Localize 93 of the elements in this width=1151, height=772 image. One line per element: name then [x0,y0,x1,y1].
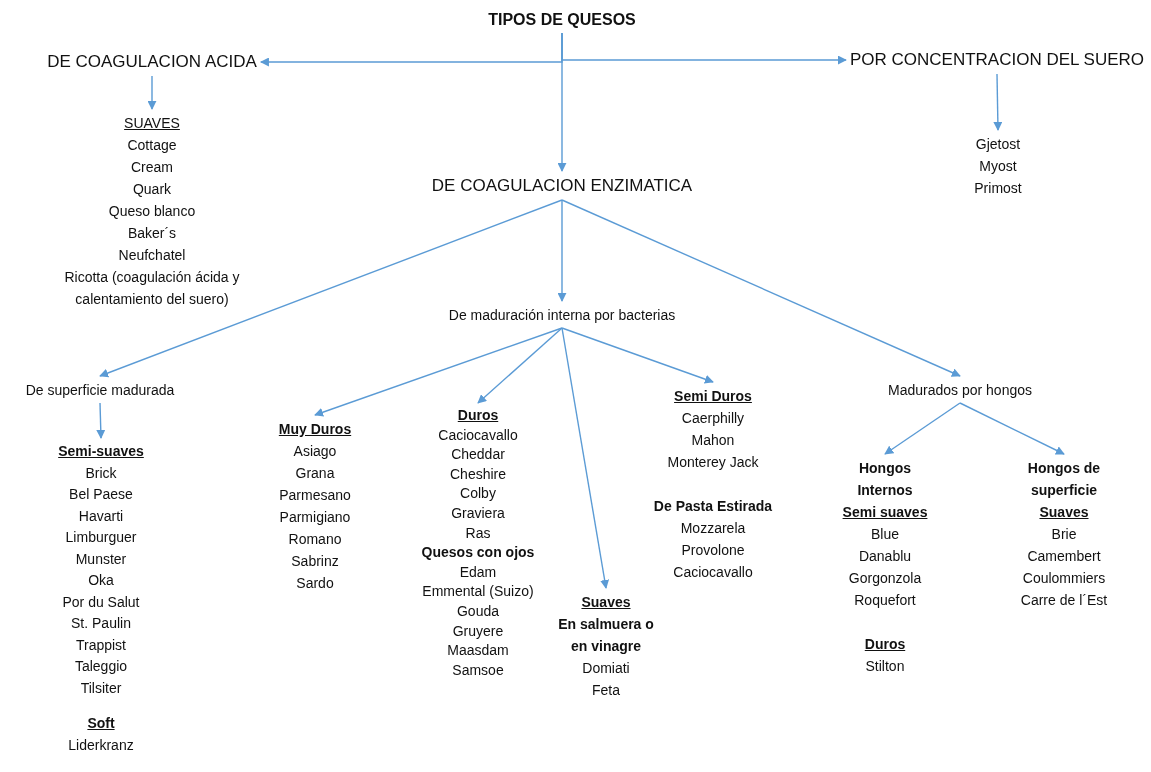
cheese-name: Carre de l´Est [1020,591,1108,610]
cheese-name: Caerphilly [681,409,745,428]
cheese-name: Colby [460,484,496,504]
cheese-name: Queso blanco [108,202,196,221]
cheese-name: Primost [974,179,1022,198]
arrow [147,75,157,110]
cheese-name: Edam [459,562,497,582]
arrow [561,327,714,384]
category-heading: Hongos de superficie [1026,459,1102,500]
arrow [993,73,1003,131]
cheese-name: Blue [871,525,899,544]
category-heading: Muy Duros [278,420,352,439]
cheese-name: Taleggio [74,657,128,676]
arrow [884,402,961,455]
category-label: DE COAGULACION ENZIMATICA [431,174,693,198]
arrow [561,327,610,589]
arrow [477,327,563,404]
cheese-name: Grana [295,464,335,483]
arrow [314,327,563,417]
category-heading: Hongos Internos [856,459,914,500]
category-label: Madurados por hongos [888,379,1032,401]
cheese-name: Sabrinz [291,552,339,571]
category-heading: Suaves [581,593,631,612]
category-label: De superficie madurada [25,379,175,401]
cheese-name: Oka [88,571,114,590]
cheese-name: Asiago [293,442,337,461]
cheese-name: Stilton [865,657,905,676]
cheese-name: Myost [979,157,1017,176]
cheese-name: Mozzarela [680,519,746,538]
cheese-name: Sardo [296,574,334,593]
cheese-name: Cottage [127,136,177,155]
cheese-name: Monterey Jack [667,453,759,472]
cheese-name: Gjetost [975,135,1021,154]
cheese-name: Quark [132,180,172,199]
cheese-name: Neufchatel [118,246,186,265]
category-heading: Duros [457,406,499,425]
cheese-name: Bel Paese [69,485,133,504]
cheese-name: Graviera [451,503,505,523]
cheese-name: Liderkranz [68,735,134,755]
cheese-name: Caciocavallo [673,563,753,582]
cheese-name: Parmigiano [279,508,351,527]
arrow [959,402,1065,455]
arrow [96,402,106,439]
cheese-name: Ras [465,523,491,543]
cheese-name: Cheshire [450,464,506,484]
cheese-name: Gouda [456,601,499,621]
cheese-name: Gruyere [452,621,504,641]
cheese-name: St. Paulin [71,614,131,633]
category-heading: Soft [87,714,115,733]
category-heading: Semi suaves [842,503,928,522]
category-heading: De Pasta Estirada [653,497,773,516]
category-heading: En salmuera o en vinagre [557,615,655,656]
cheese-name: Domiati [582,659,630,678]
cheese-name: Gorgonzola [848,569,922,588]
arrow [99,199,563,378]
cheese-name: Cream [131,158,173,177]
cheese-name: Danablu [858,547,912,566]
cheese-name: Havarti [78,506,124,526]
cheese-name: Coulommiers [1022,569,1106,588]
category-heading: SUAVES [124,114,180,133]
cheese-name: Ricotta (coagulación ácida y calentamiento del suero) [63,268,241,309]
cheese-name: Emmental (Suizo) [422,582,534,602]
cheese-name: Tilsiter [80,678,122,698]
cheese-name: Feta [592,681,620,700]
cheese-name: Limburguer [65,528,137,547]
cheese-name: Munster [75,549,127,569]
cheese-name: Baker´s [127,224,177,243]
category-heading: Semi-suaves [58,442,144,461]
cheese-name: Brick [85,463,117,483]
category-heading: Quesos con ojos [421,543,535,563]
category-label: De maduración interna por bacterias [447,304,677,326]
cheese-name: Provolone [681,541,745,560]
category-label: DE COAGULACION ACIDA [47,50,257,74]
cheese-name: Parmesano [279,486,351,505]
arrow [561,199,961,377]
category-heading: Semi Duros [674,387,752,406]
arrow [557,32,567,172]
category-heading: Duros [864,635,906,654]
cheese-name: Maasdam [447,641,509,661]
diagram-title: TIPOS DE QUESOS [488,9,636,31]
cheese-name: Cheddar [451,445,505,465]
cheese-name: Roquefort [854,591,916,610]
cheese-name: Mahon [691,431,735,450]
cheese-name: Camembert [1027,547,1101,566]
category-label: POR CONCENTRACION DEL SUERO [849,48,1145,72]
cheese-name: Romano [288,530,342,549]
cheese-name: Brie [1051,525,1077,544]
cheese-name: Samsoe [452,660,504,680]
cheese-name: Trappist [75,635,126,655]
category-heading: Suaves [1039,503,1089,522]
arrow [557,199,567,302]
cheese-name: Caciocavallo [438,425,518,445]
cheese-name: Por du Salut [62,592,140,612]
